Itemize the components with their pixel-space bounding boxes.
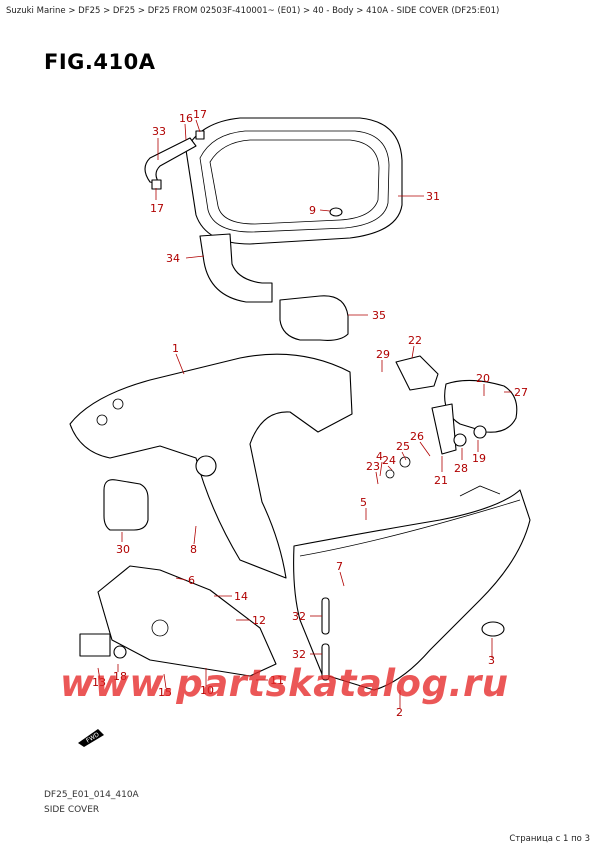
callout-32a: 32 bbox=[292, 610, 306, 623]
part-hose bbox=[144, 130, 205, 190]
callout-32b: 32 bbox=[292, 648, 306, 661]
callout-35: 35 bbox=[372, 309, 386, 322]
part-lower-cover-right bbox=[293, 485, 531, 691]
callout-25: 25 bbox=[396, 440, 410, 453]
callout-3: 3 bbox=[488, 654, 495, 667]
callout-2: 2 bbox=[396, 706, 403, 719]
part-grommet bbox=[321, 643, 330, 681]
part-mount-bracket bbox=[79, 565, 277, 677]
callout-34: 34 bbox=[166, 252, 180, 265]
callout-6: 6 bbox=[188, 574, 195, 587]
callout-9: 9 bbox=[309, 204, 316, 217]
figure-description: SIDE COVER bbox=[44, 805, 100, 815]
leader-lines bbox=[97, 119, 512, 708]
part-top-seal bbox=[185, 117, 403, 245]
callout-17a: 17 bbox=[193, 108, 207, 121]
callout-10: 10 bbox=[200, 684, 214, 697]
callout-33: 33 bbox=[152, 125, 166, 138]
callout-7: 7 bbox=[336, 560, 343, 573]
callout-26: 26 bbox=[410, 430, 424, 443]
callout-4: 4 bbox=[376, 450, 383, 463]
callout-31: 31 bbox=[426, 190, 440, 203]
callout-24: 24 bbox=[382, 454, 396, 467]
callouts: 17 16 33 17 9 31 34 35 1 22 29 20 27 26 … bbox=[92, 108, 528, 719]
part-bracket-30 bbox=[103, 479, 149, 531]
callout-22: 22 bbox=[408, 334, 422, 347]
callout-18: 18 bbox=[113, 670, 127, 683]
part-plug bbox=[329, 207, 343, 217]
callout-28: 28 bbox=[454, 462, 468, 475]
page-footer: Страница с 1 по 3 bbox=[509, 834, 590, 844]
callout-21: 21 bbox=[434, 474, 448, 487]
callout-19: 19 bbox=[472, 452, 486, 465]
forward-arrow-icon: FWD bbox=[78, 729, 104, 747]
callout-27: 27 bbox=[514, 386, 528, 399]
callout-30: 30 bbox=[116, 543, 130, 556]
callout-17b: 17 bbox=[150, 202, 164, 215]
part-foam-35 bbox=[279, 295, 349, 341]
breadcrumb: Suzuki Marine > DF25 > DF25 > DF25 FROM … bbox=[6, 6, 500, 16]
callout-16: 16 bbox=[179, 112, 193, 125]
callout-23: 23 bbox=[366, 460, 380, 473]
callout-29: 29 bbox=[376, 348, 390, 361]
figure-title: FIG.410A bbox=[44, 50, 156, 74]
part-lower-cover-left bbox=[69, 353, 353, 579]
callout-15: 15 bbox=[158, 686, 172, 699]
figure-code: DF25_E01_014_410A bbox=[44, 790, 139, 800]
callout-12: 12 bbox=[252, 614, 266, 627]
callout-8: 8 bbox=[190, 543, 197, 556]
watermark: www.partskatalog.ru bbox=[60, 662, 509, 705]
callout-1: 1 bbox=[172, 342, 179, 355]
part-grommet bbox=[321, 597, 330, 635]
callout-5: 5 bbox=[360, 496, 367, 509]
part-foam-34 bbox=[199, 233, 273, 303]
part-latch bbox=[385, 355, 518, 479]
callout-20: 20 bbox=[476, 372, 490, 385]
callout-13: 13 bbox=[92, 676, 106, 689]
callout-11: 11 bbox=[270, 674, 284, 687]
callout-14: 14 bbox=[234, 590, 248, 603]
